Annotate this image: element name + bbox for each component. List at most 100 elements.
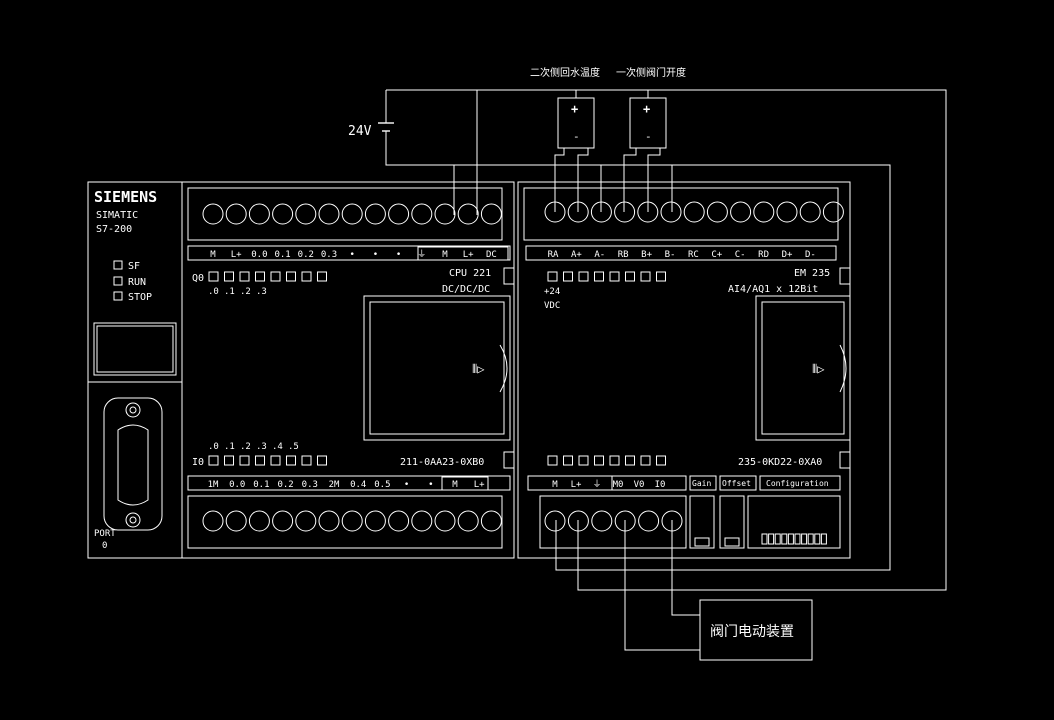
cpu-top-label-7: • (373, 250, 378, 260)
cpu-top-screw-4 (295, 203, 317, 225)
em-bot-screw-4 (638, 510, 660, 532)
cpu-bot-label-5: 2M (329, 480, 340, 490)
em-top-led-0 (547, 271, 558, 282)
configuration-dip-switch[interactable] (747, 495, 841, 549)
cpu-top-screw-0 (202, 203, 224, 225)
em-bot-label-2: ⏚ (592, 479, 601, 490)
em-bot-led-3 (594, 455, 604, 466)
i-sub-2: .2 (240, 442, 251, 452)
cpu-i-led-1 (224, 455, 234, 466)
cpu-bot-screw-1 (225, 510, 247, 532)
cpu-top-label-4: 0.2 (298, 250, 314, 260)
em-bot-label-3: M0 (613, 480, 624, 490)
dip-lever-5 (794, 533, 801, 545)
em-top-label-0: RA (548, 250, 559, 260)
em-top-label-5: B- (665, 250, 676, 260)
external-wiring (385, 89, 947, 651)
cpu-top-label-strip (187, 245, 511, 261)
cpu-bot-label-11: L+ (474, 480, 485, 490)
cpu-top-screws (202, 203, 502, 225)
cpu-top-screw-9 (411, 203, 433, 225)
em-top-leds (547, 271, 666, 282)
cpu-top-label-1: L+ (231, 250, 242, 260)
i0-label: I0 (192, 457, 204, 468)
em-bot-screw-3 (614, 510, 636, 532)
cpu-i-led-0 (208, 455, 219, 466)
cpu-q-led-6 (301, 271, 312, 282)
cpu-q-led-4 (270, 271, 281, 282)
valve-actuator-label: 阀门电动装置 (710, 624, 794, 640)
em-top-label-8: C- (735, 250, 746, 260)
cpu-model-sub: DC/DC/DC (442, 284, 490, 295)
cpu-bot-label-1: 0.0 (229, 480, 245, 490)
gain-label: Gain (692, 479, 711, 488)
i-sub-5: .5 (288, 442, 299, 452)
em-top-terminal-block (523, 187, 839, 241)
em-vdc-label: VDC (544, 301, 560, 311)
cpu-bot-screw-7 (364, 510, 386, 532)
em-bot-led-1 (563, 455, 573, 466)
led-run (113, 276, 123, 286)
cpu-order-number: 211-0AA23-0XB0 (400, 457, 484, 468)
em-top-screw-8 (730, 201, 752, 223)
gain-label-box (689, 475, 717, 491)
em-bot-screws (544, 510, 683, 532)
em-bot-screw-2 (591, 510, 613, 532)
em-top-led-2 (578, 271, 589, 282)
configuration-label-box (759, 475, 841, 491)
cpu-q-led-7 (317, 271, 327, 282)
em-bot-led-4 (609, 455, 620, 466)
em-top-screw-7 (706, 201, 728, 223)
em-top-label-6: RC (688, 250, 699, 260)
cpu-top-screw-6 (341, 203, 363, 225)
sensor-1-plus: + (571, 102, 578, 116)
cpu-model: CPU 221 (449, 268, 491, 279)
dip-lever-8 (814, 533, 821, 545)
cpu-q-leds (208, 271, 327, 282)
cpu-bot-screw-5 (318, 510, 340, 532)
gain-potentiometer[interactable] (689, 495, 715, 549)
cpu-i-led-2 (239, 455, 250, 466)
cpu-top-label-3: 0.1 (274, 250, 290, 260)
cpu-main-body (181, 181, 515, 559)
cpu-top-screw-8 (388, 203, 410, 225)
dip-lever-7 (807, 533, 814, 545)
cpu-i-leds (208, 455, 327, 466)
cpu-top-screw-1 (225, 203, 247, 225)
em-access-door (755, 295, 851, 441)
em-top-screw-3 (614, 201, 636, 223)
cpu-left-face (87, 181, 183, 559)
offset-potentiometer[interactable] (719, 495, 745, 549)
cpu-top-label-0: M (210, 250, 216, 260)
cpu-top-screw-10 (434, 203, 456, 225)
em-top-screw-5 (660, 201, 682, 223)
wire-s2-bplus (647, 148, 661, 212)
sensor-2: 一次侧阀门开度 + - (616, 66, 686, 149)
cpu-cover-slot (93, 322, 177, 376)
offset-label-box (719, 475, 757, 491)
em-top-label-strip (525, 245, 837, 261)
cpu-q-led-5 (286, 271, 296, 282)
cpu-i-led-3 (255, 455, 265, 466)
em-top-led-6 (640, 271, 651, 282)
cpu-top-label-10: M (442, 250, 448, 260)
em-top-screw-9 (753, 201, 775, 223)
cpu-bot-screw-12 (480, 510, 502, 532)
dip-lever-0 (761, 533, 768, 545)
em-top-label-3: RB (618, 250, 629, 260)
em-top-screws (544, 201, 844, 223)
sensor-1-label: 二次侧回水温度 (530, 66, 600, 79)
em-top-led-4 (609, 271, 620, 282)
em-top-screw-12 (822, 201, 844, 223)
cpu-bot-screws (202, 510, 502, 532)
cpu-top-label-6: • (349, 250, 354, 260)
cpu-bot-screw-6 (341, 510, 363, 532)
cpu-bot-label-4: 0.3 (302, 480, 318, 490)
q-sub-2: .2 (240, 287, 251, 297)
wire-act-m0 (624, 520, 700, 651)
simatic-text: SIMATIC (96, 210, 138, 221)
sensor-1: 二次侧回水温度 + - (530, 66, 600, 149)
